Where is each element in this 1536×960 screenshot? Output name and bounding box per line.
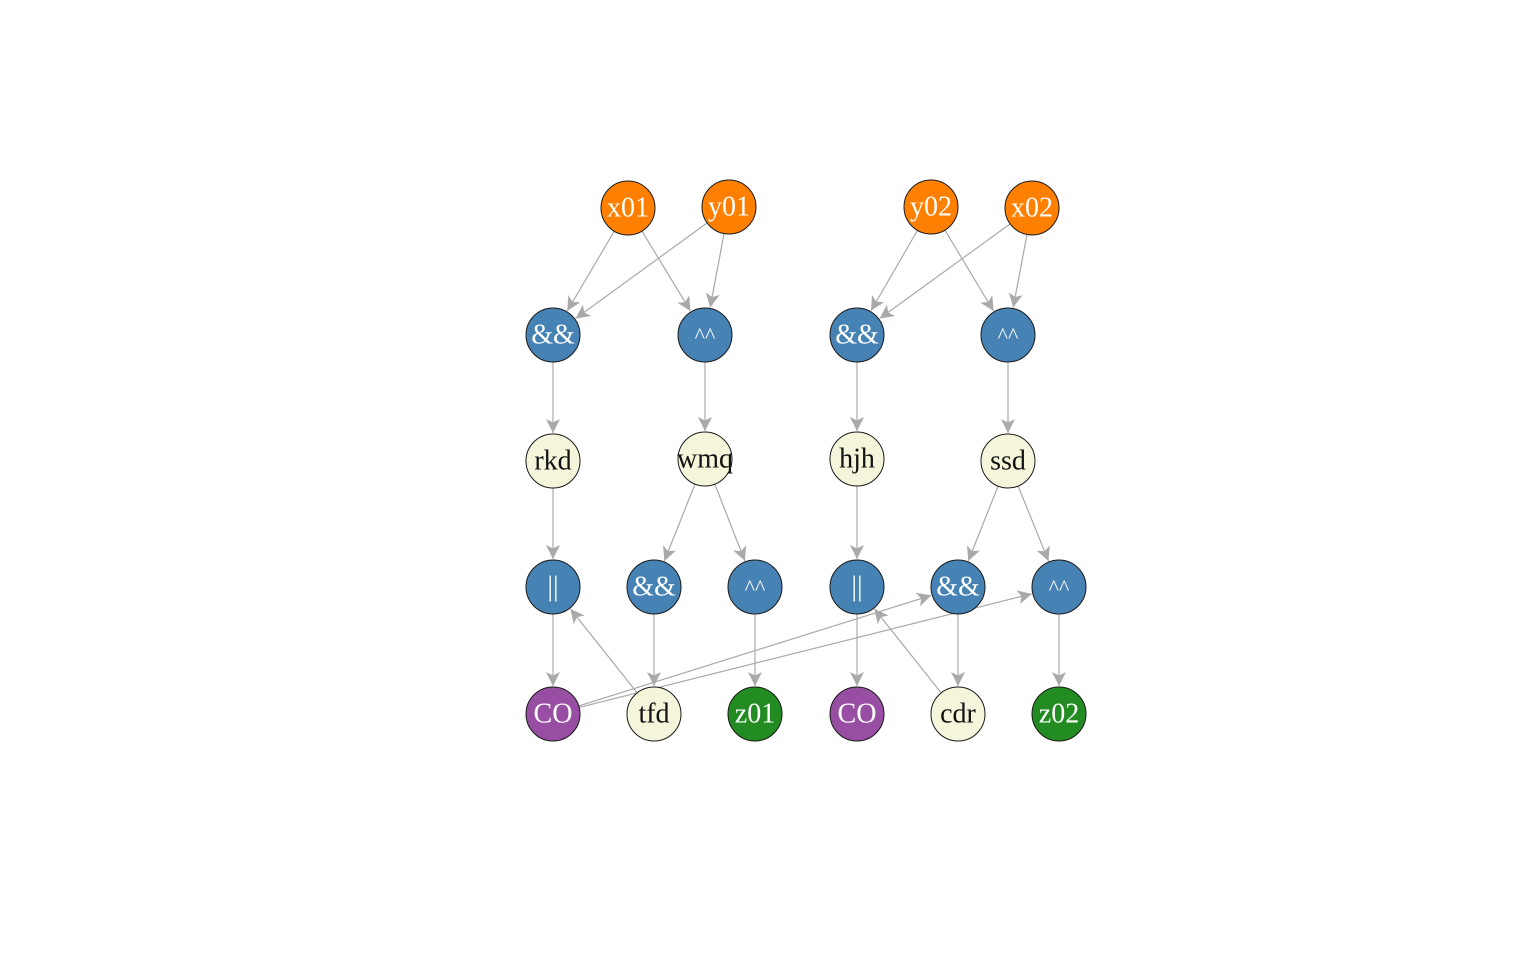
node-circle-input (903, 179, 959, 235)
node-rkd: rkd (525, 433, 581, 489)
node-y01: y01 (701, 179, 757, 235)
node-wmq: wmq (677, 431, 733, 487)
node-circle-gate (829, 559, 885, 615)
node-x01: x01 (600, 180, 656, 236)
node-label: CO (534, 699, 573, 730)
node-circle-gate (980, 307, 1036, 363)
node-label: y01 (708, 192, 750, 223)
node-circle-carry (525, 686, 581, 742)
node-and2: && (829, 307, 885, 363)
node-and1: && (525, 307, 581, 363)
node-xor1: ^^ (677, 307, 733, 363)
edges-layer (546, 222, 1066, 709)
node-label: && (632, 572, 676, 603)
node-circle-gate (930, 559, 986, 615)
node-label: rkd (534, 446, 571, 477)
node-or1: || (525, 559, 581, 615)
node-or2: || (829, 559, 885, 615)
node-circle-gate (727, 559, 783, 615)
node-label: x02 (1011, 193, 1053, 224)
node-co2: CO (829, 686, 885, 742)
node-circle-gate (525, 559, 581, 615)
node-circle-wire (829, 431, 885, 487)
node-label: ^^ (1049, 575, 1070, 600)
node-circle-wire (677, 431, 733, 487)
node-circle-wire (930, 686, 986, 742)
node-label: && (835, 320, 879, 351)
node-label: ssd (990, 446, 1026, 477)
node-circle-gate (829, 307, 885, 363)
node-label: tfd (638, 699, 669, 730)
node-and4: && (930, 559, 986, 615)
edge-y01-to-xor1 (705, 233, 725, 308)
node-label: && (531, 320, 575, 351)
node-circle-carry (829, 686, 885, 742)
node-circle-gate (525, 307, 581, 363)
node-cdr: cdr (930, 686, 986, 742)
node-circle-wire (626, 686, 682, 742)
edge-y02-to-and2 (870, 230, 919, 312)
node-label: ^^ (998, 323, 1019, 348)
node-hjh: hjh (829, 431, 885, 487)
node-label: x01 (607, 193, 649, 224)
node-label: || (547, 572, 558, 603)
node-label: || (851, 572, 862, 603)
node-co1: CO (525, 686, 581, 742)
node-label: CO (838, 699, 877, 730)
node-y02: y02 (903, 179, 959, 235)
node-label: wmq (677, 444, 733, 475)
edge-ssd-to-and4 (966, 485, 999, 562)
edge-y02-to-xor2 (944, 229, 995, 312)
node-label: ^^ (695, 323, 716, 348)
edge-co1-to-and4 (578, 592, 932, 707)
node-circle-output (727, 686, 783, 742)
edge-ssd-to-xor4 (1017, 485, 1050, 562)
edge-x01-to-and1 (566, 230, 615, 312)
node-circle-gate (677, 307, 733, 363)
edge-tfd-to-or1 (569, 608, 638, 694)
edge-cdr-to-or2 (873, 608, 942, 694)
edge-x01-to-xor1 (641, 230, 691, 312)
node-xor4: ^^ (1031, 559, 1087, 615)
edge-x02-to-and2 (879, 223, 1011, 320)
node-label: hjh (839, 444, 875, 475)
node-circle-input (600, 180, 656, 236)
edge-y01-to-and1 (575, 222, 708, 320)
node-label: cdr (940, 699, 976, 730)
node-circle-input (1004, 180, 1060, 236)
node-tfd: tfd (626, 686, 682, 742)
node-label: y02 (910, 192, 952, 223)
node-circle-wire (525, 433, 581, 489)
node-label: z01 (735, 699, 775, 730)
node-xor3: ^^ (727, 559, 783, 615)
node-circle-wire (980, 433, 1036, 489)
node-ssd: ssd (980, 433, 1036, 489)
edge-wmq-to-and3 (663, 483, 696, 562)
nodes-layer: x01 y01 y02 x02 && ^^ && ^^ rkd wmq hjh ssd || && ^^ ||… (525, 179, 1087, 742)
node-label: && (936, 572, 980, 603)
node-label: z02 (1039, 699, 1079, 730)
node-z02: z02 (1031, 686, 1087, 742)
node-circle-gate (626, 559, 682, 615)
node-label: ^^ (745, 575, 766, 600)
node-circle-output (1031, 686, 1087, 742)
edge-x02-to-xor2 (1008, 234, 1028, 308)
node-z01: z01 (727, 686, 783, 742)
node-xor2: ^^ (980, 307, 1036, 363)
node-x02: x02 (1004, 180, 1060, 236)
node-and3: && (626, 559, 682, 615)
node-circle-gate (1031, 559, 1087, 615)
node-circle-input (701, 179, 757, 235)
edge-wmq-to-xor3 (714, 483, 747, 562)
